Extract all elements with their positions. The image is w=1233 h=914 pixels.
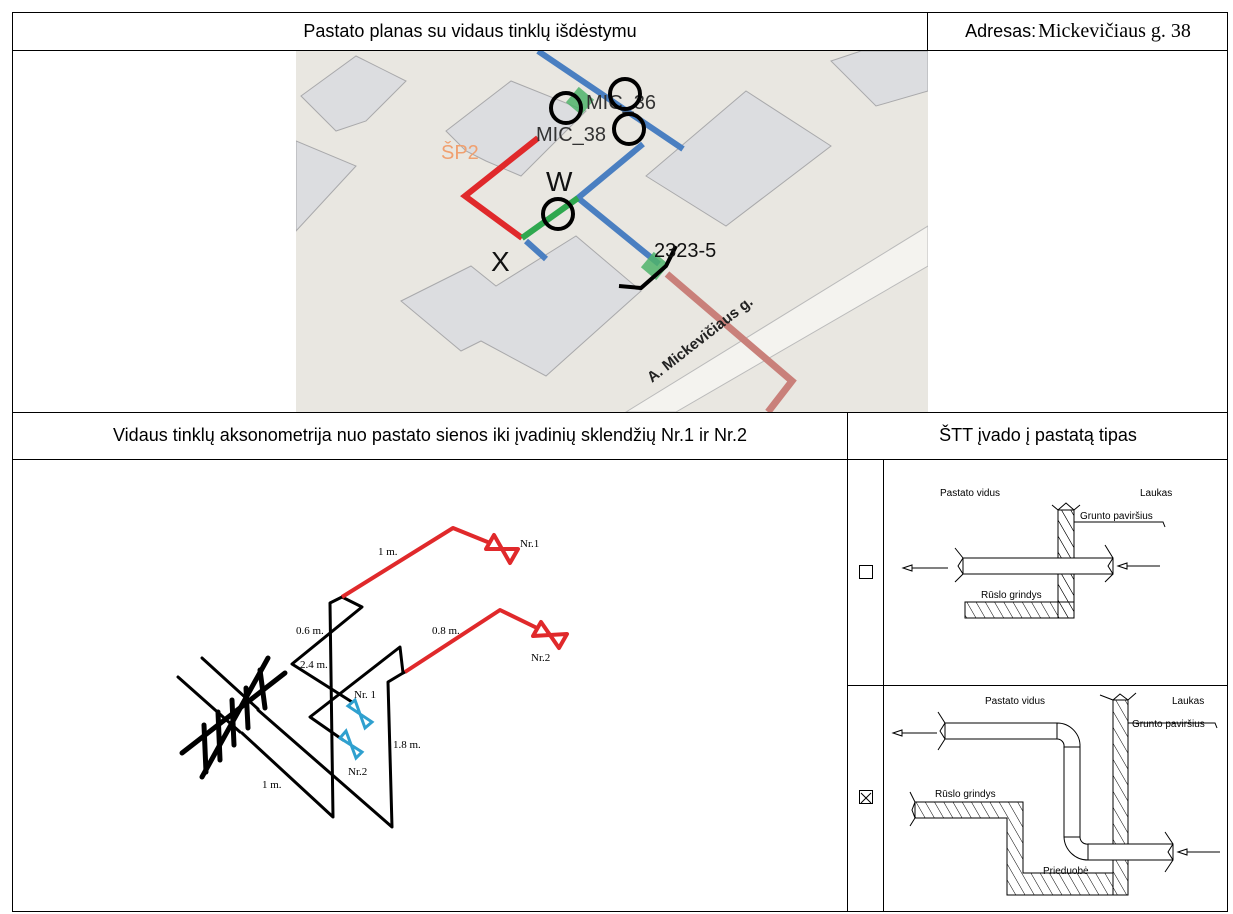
map-label-mic36: MIC_36 [586,92,656,114]
divider [12,459,1228,460]
entry-type-1-diagram [901,502,1166,619]
border-bottom [12,911,1228,912]
supply-pipe [460,135,540,241]
address: Adresas: Mickevičiaus g. 38 [928,12,1228,50]
axonometry-title: Vidaus tinklų aksonometrija nuo pastato … [113,425,747,445]
return-pipe [523,238,549,262]
entry-type-checkbox-2[interactable] [859,790,873,804]
axonometry-drawing: Nr.1 Nr.2 Nr. 1 Nr.2 1 m. 0.6 m. 2.4 m. … [176,526,569,829]
entry-type-checkbox-1[interactable] [859,565,873,579]
entry-type-diagrams: Pastato vidus Laukas Grunto paviršius Rū… [891,488,1220,896]
red-pipes [340,526,569,674]
wall-hatch [179,655,288,780]
divider [847,685,1228,686]
entry-type-2-diagram [891,692,1220,896]
map-label-sp2: ŠP2 [441,141,479,164]
page-title: Pastato planas su vidaus tinklų išdėstym… [303,20,637,41]
valve-icon [484,533,520,565]
dimension-label: 1 m. [262,779,282,791]
street [625,225,928,412]
map-label-w: W [546,166,573,197]
inside-label: Pastato vidus [985,696,1045,707]
ground-label: Grunto paviršius [1080,511,1153,522]
address-value: Mickevičiaus g. 38 [1038,19,1191,42]
entry-type-title: ŠTT įvado į pastatą tipas [939,425,1137,445]
check-x-icon [860,792,872,804]
site-plan-map: MIC_38 MIC_36 ŠP2 W X 2323-5 A. Mickevič… [296,51,928,412]
floor-label: Rūslo grindys [981,590,1042,601]
dimension-label: 0.8 m. [432,625,460,637]
black-pipes [176,595,407,829]
map-label-node: 2323-5 [654,240,716,262]
map-label-mic38: MIC_38 [536,124,606,146]
address-label: Adresas: [965,20,1037,41]
valve-icon [337,728,365,761]
valve-icon [345,697,375,731]
inside-label: Pastato vidus [940,488,1000,499]
connection-arrow [618,245,678,291]
ground-label: Grunto paviršius [1132,719,1205,730]
valve-icon [531,620,569,650]
dimension-label: 1 m. [378,546,398,558]
dimension-label: 1.8 m. [393,739,421,751]
valve-label: Nr.1 [520,538,539,550]
floor-label: Rūslo grindys [935,789,996,800]
buildings [296,51,928,377]
map-label-x: X [491,246,510,277]
valve-label: Nr.2 [531,652,550,664]
divider [12,412,1228,413]
valve-label: Nr. 1 [354,689,376,701]
dimension-label: 2.4 m. [300,659,328,671]
valve-label: Nr.2 [348,766,367,778]
pit-label: Prieduobė [1043,866,1089,877]
border-left [12,12,13,912]
border-top [12,12,1228,13]
divider [847,412,848,912]
outside-label: Laukas [1140,488,1172,499]
dimension-label: 0.6 m. [296,625,324,637]
blue-valves [337,697,375,761]
street-pipe [664,271,797,412]
chamber-icon [640,251,670,281]
divider [927,12,928,50]
divider [12,50,1228,51]
marker-circles [541,77,646,231]
outside-label: Laukas [1172,696,1204,707]
border-right [1227,12,1228,912]
